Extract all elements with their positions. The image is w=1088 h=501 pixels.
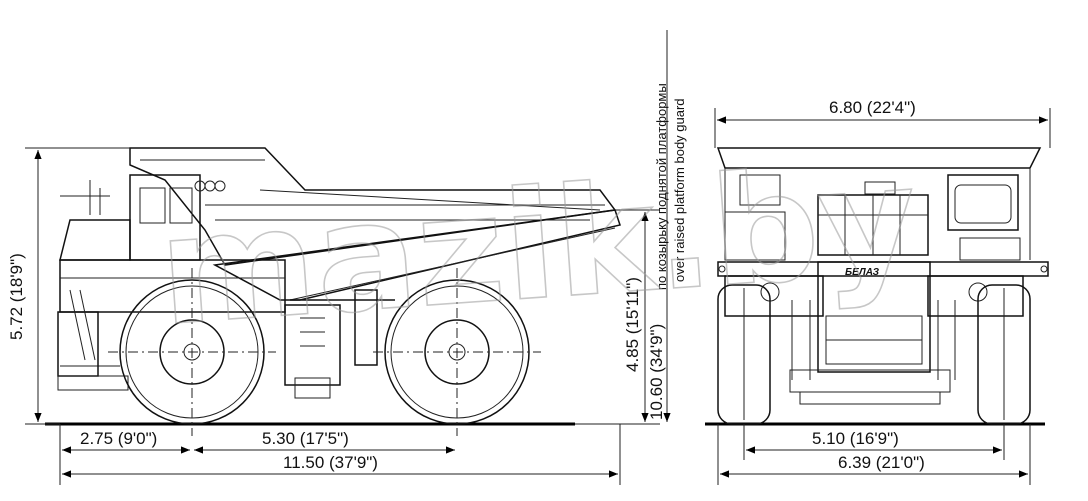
dim-overall-height-label: 5.72 (18'9") <box>7 253 26 340</box>
dim-body-guard-height-label: 4.85 (15'11") <box>623 277 642 372</box>
front-bumper <box>717 261 1049 405</box>
chassis-frame <box>57 219 395 399</box>
front-canopy <box>716 147 1042 261</box>
dim-front-axle-offset-label: 2.75 (9'0") <box>80 429 157 448</box>
dim-raised-height-label: 10.60 (34'9") <box>647 324 666 420</box>
dim-track-width: 5.10 (16'9") <box>743 424 1005 460</box>
dim-overall-height: 5.72 (18'9") <box>7 147 130 425</box>
dim-tire-width: 6.39 (21'0") <box>717 424 1031 485</box>
dim-wheelbase-label: 5.30 (17'5") <box>262 429 349 448</box>
cab <box>60 174 226 261</box>
front-view: БЕЛАЗ <box>705 98 1051 485</box>
watermark: mazik.by <box>154 133 922 359</box>
note-raised-en: over raised platform body guard <box>672 98 687 282</box>
side-view: 5.72 (18'9") 4.85 (15'11") 10.60 (34'9")… <box>7 30 687 485</box>
dim-overall-width-label: 6.80 (22'4") <box>829 98 916 117</box>
dim-body-guard-height: 4.85 (15'11") <box>575 209 660 425</box>
front-radiator: БЕЛАЗ <box>817 181 931 373</box>
dim-overall-length-label: 11.50 (37'9") <box>283 453 378 472</box>
dim-raised-height: 10.60 (34'9") по козырьку поднятой платф… <box>647 30 687 422</box>
dim-tire-width-label: 6.39 (21'0") <box>838 453 925 472</box>
dim-track-width-label: 5.10 (16'9") <box>812 429 899 448</box>
dim-overall-width: 6.80 (22'4") <box>714 98 1051 148</box>
dim-wheelbase: 5.30 (17'5") <box>194 429 455 454</box>
dim-front-axle-offset: 2.75 (9'0") <box>59 424 190 485</box>
dump-body <box>129 147 621 301</box>
brand-plate: БЕЛАЗ <box>845 267 880 278</box>
front-wheel <box>108 268 276 436</box>
note-raised-ru: по козырьку поднятой платформы <box>654 83 669 290</box>
rear-wheel <box>373 268 541 436</box>
dim-overall-length: 11.50 (37'9") <box>62 424 621 485</box>
